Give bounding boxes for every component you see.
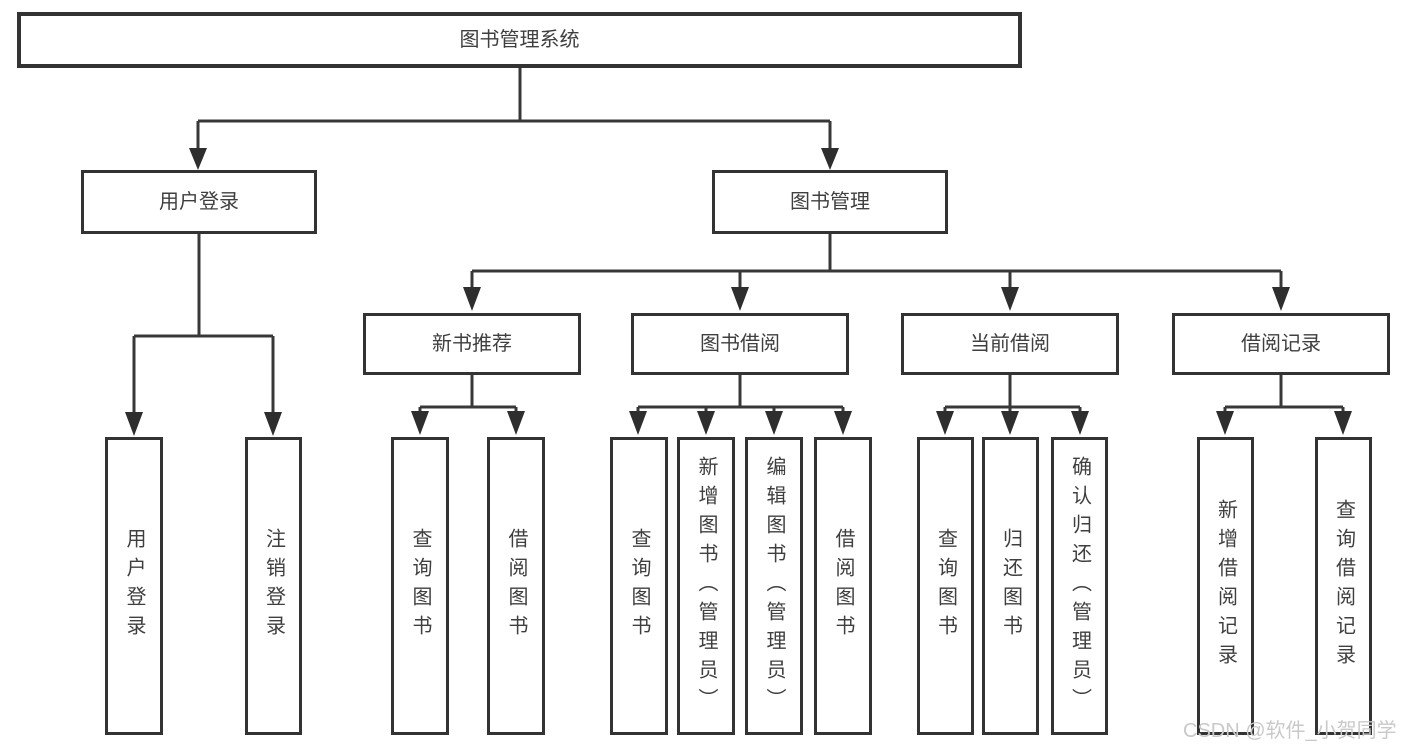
leaf-query-books: 查询图书: [917, 437, 974, 735]
connector-currentborrow-to-leaves: [936, 375, 1089, 435]
leaf-edit-books-admin: 编辑图书（管理员）: [745, 437, 803, 735]
leaf-label: 借阅图书: [505, 528, 527, 644]
connector-borrowrecords-to-leaves: [1216, 375, 1352, 435]
leaf-borrow-books: 借阅图书: [487, 437, 545, 735]
leaf-add-books-admin: 新增图书（管理员）: [677, 437, 735, 735]
node-label: 用户登录: [159, 191, 239, 213]
node-label: 图书借阅: [700, 333, 780, 355]
csdn-watermark: CSDN @软件_小贺同学: [1183, 720, 1397, 742]
connector-newbooks-to-leaves: [411, 375, 525, 435]
leaf-label: 用户登录: [123, 528, 145, 644]
connector-bookmgmt-to-level3: [463, 234, 1290, 311]
node-library-management-system: 图书管理系统: [17, 12, 1022, 68]
leaf-label: 归还图书: [999, 528, 1022, 644]
leaf-label: 查询借阅记录: [1332, 499, 1355, 673]
leaf-confirm-return-admin: 确认归还（管理员）: [1051, 437, 1108, 735]
node-label: 图书管理: [790, 191, 870, 213]
connector-userlogin-to-leaves: [125, 234, 282, 436]
leaf-return-books: 归还图书: [982, 437, 1039, 735]
node-book-borrow: 图书借阅: [631, 313, 849, 375]
leaf-logout: 注销登录: [245, 437, 302, 735]
leaf-user-login: 用户登录: [105, 437, 163, 735]
node-book-management: 图书管理: [712, 170, 948, 234]
leaf-label: 查询图书: [934, 528, 957, 644]
leaf-label: 查询图书: [409, 528, 431, 644]
leaf-query-books: 查询图书: [610, 437, 668, 735]
node-label: 图书管理系统: [459, 29, 580, 51]
node-new-book-recommend: 新书推荐: [363, 313, 581, 375]
leaf-borrow-books: 借阅图书: [814, 437, 872, 735]
leaf-query-books: 查询图书: [391, 437, 449, 735]
leaf-label: 查询图书: [628, 528, 650, 644]
leaf-label: 注销登录: [262, 528, 285, 644]
node-current-borrow: 当前借阅: [901, 313, 1119, 375]
node-label: 借阅记录: [1241, 333, 1321, 355]
leaf-label: 新增图书（管理员）: [695, 455, 717, 717]
leaf-label: 新增借阅记录: [1214, 499, 1237, 673]
connector-root-to-level2: [189, 68, 839, 170]
connector-bookborrow-to-leaves: [629, 375, 852, 435]
leaf-label: 确认归还（管理员）: [1068, 455, 1091, 717]
node-borrow-records: 借阅记录: [1172, 313, 1390, 375]
node-label: 新书推荐: [432, 333, 512, 355]
node-label: 当前借阅: [970, 333, 1050, 355]
leaf-add-borrow-record: 新增借阅记录: [1197, 437, 1254, 735]
node-user-login: 用户登录: [81, 170, 317, 234]
leaf-label: 编辑图书（管理员）: [763, 455, 785, 717]
leaf-query-borrow-record: 查询借阅记录: [1315, 437, 1372, 735]
leaf-label: 借阅图书: [832, 528, 854, 644]
